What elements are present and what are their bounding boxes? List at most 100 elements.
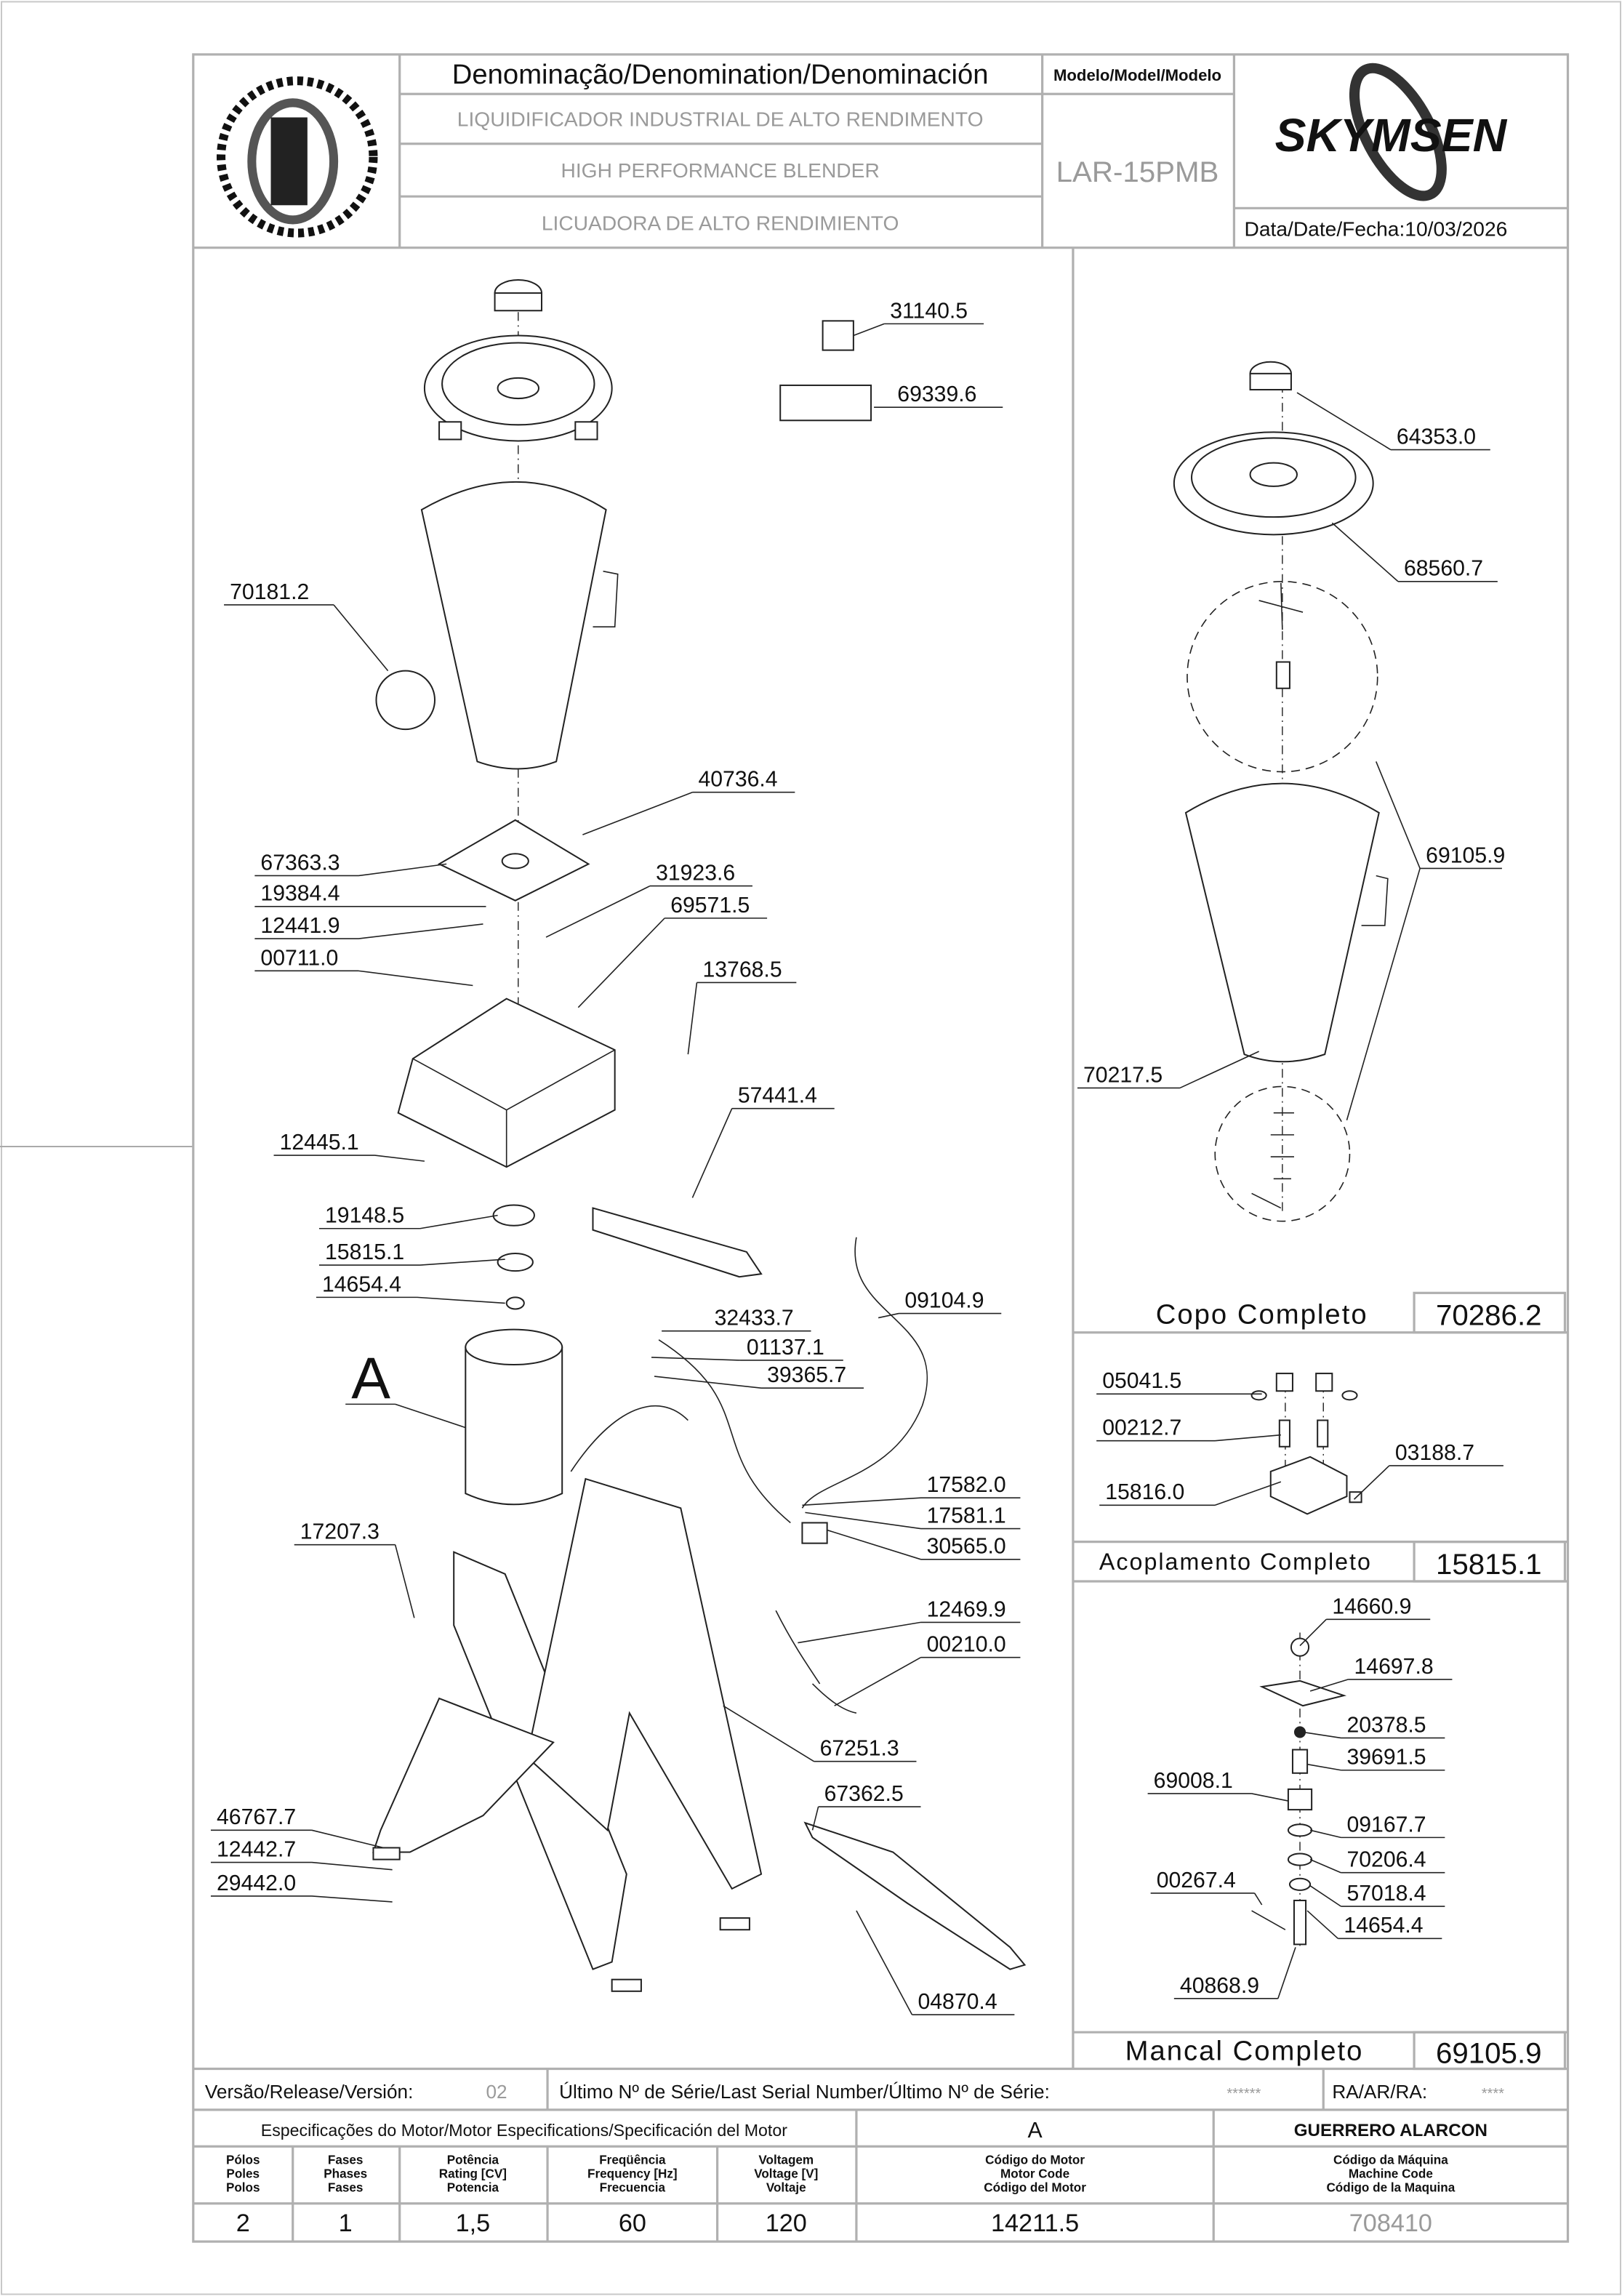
leader-line [254, 923, 483, 939]
motor-ref: A [1028, 2119, 1043, 2143]
leader-line [316, 1296, 505, 1304]
version-value: 02 [486, 2081, 507, 2103]
exploded-view-main [372, 278, 1027, 1992]
motor-spec-label: Especificações do Motor/Motor Especifica… [261, 2121, 787, 2140]
leader-line [1309, 1829, 1445, 1839]
spec-header: Potencia [447, 2181, 499, 2195]
part-number-label: 00212.7 [1102, 1416, 1181, 1440]
leader-line [318, 1259, 505, 1266]
part-number-label: 13768.5 [702, 958, 782, 982]
leader-line [856, 1910, 1015, 2015]
part-number-label: 19384.4 [260, 882, 340, 906]
part-number-label: 67363.3 [260, 851, 340, 875]
part-number-label: 46767.7 [217, 1805, 296, 1829]
part-number-label: 39691.5 [1346, 1746, 1426, 1770]
leader-line [1331, 522, 1498, 582]
leader-line [802, 1497, 1021, 1506]
part-number-label: 14654.4 [1344, 1914, 1423, 1938]
part-number-label: 00210.0 [927, 1633, 1006, 1657]
part-number-label: 17582.0 [927, 1473, 1006, 1497]
leader-line [834, 1656, 1021, 1706]
ra-value: **** [1482, 2086, 1504, 2102]
part-number-label: 64353.0 [1397, 425, 1476, 449]
spec-value: 60 [619, 2209, 646, 2237]
leader-line [1302, 1731, 1445, 1739]
spec-header: Freqüência [599, 2153, 666, 2167]
spec-header: Phases [324, 2167, 367, 2181]
leader-line [545, 885, 752, 938]
spec-header: Machine Code [1349, 2167, 1433, 2181]
leader-line [294, 1544, 415, 1618]
part-labels: 31140.569339.670181.240736.467363.319384… [210, 299, 1505, 2015]
spec-value: 14211.5 [991, 2209, 1079, 2237]
part-number-label: 32433.7 [715, 1306, 794, 1330]
spec-header: Potência [447, 2153, 499, 2167]
part-number-label: 69571.5 [670, 894, 750, 918]
spec-header: Fases [328, 2153, 364, 2167]
leader-line [811, 1806, 921, 1831]
spec-value: 2 [236, 2209, 250, 2237]
part-number-label: 40868.9 [1180, 1974, 1259, 1998]
part-number-label: 14697.8 [1354, 1655, 1434, 1679]
part-number-label: 00267.4 [1157, 1868, 1236, 1892]
product-name-es: LICUADORA DE ALTO RENDIMIENTO [542, 212, 899, 235]
label-sticker [822, 320, 854, 351]
part-number-label: 01137.1 [747, 1336, 824, 1360]
part-number-label: 14654.4 [322, 1272, 401, 1296]
leader-line [1306, 1910, 1442, 1940]
leader-line [805, 1512, 1021, 1530]
spec-header: Código de la Maquina [1326, 2181, 1455, 2195]
leader-line [254, 863, 447, 877]
spec-header: Código do Motor [985, 2153, 1085, 2167]
denomination-label: Denominação/Denomination/Denominación [452, 59, 989, 90]
date-value: 10/03/2026 [1405, 217, 1507, 241]
part-number-label: 03188.7 [1395, 1441, 1474, 1465]
assembly-code-coupling: 15815.1 [1436, 1548, 1542, 1581]
assembly-title-coupling: Acoplamento Completo [1099, 1549, 1372, 1575]
assembly-code-bearing: 69105.9 [1436, 2036, 1542, 2069]
leader-line [827, 1529, 1021, 1560]
spec-header: Voltage [V] [754, 2167, 818, 2181]
part-number-label: 04870.4 [918, 1990, 997, 2014]
leader-line [1296, 392, 1490, 451]
brand-logo: SKYMSEN [1275, 63, 1508, 201]
part-number-label: 70217.5 [1083, 1063, 1163, 1087]
leader-line [878, 1312, 1002, 1319]
part-number-label: 09167.7 [1346, 1813, 1426, 1837]
brand-name: SKYMSEN [1275, 109, 1508, 161]
gastro-logo-sticker [779, 384, 872, 422]
leader-line [798, 1621, 1021, 1644]
part-number-label: 68560.7 [1404, 557, 1483, 581]
model-label: Modelo/Model/Modelo [1053, 66, 1221, 84]
part-number-label: 39365.7 [767, 1363, 846, 1387]
part-number-label: 57441.4 [738, 1084, 817, 1108]
assembly-code-cup: 70286.2 [1436, 1299, 1542, 1332]
part-number-label: 57018.4 [1346, 1882, 1426, 1906]
part-number-label: 12442.7 [217, 1838, 296, 1862]
leader-line [577, 918, 768, 1008]
leader-line [1309, 1858, 1445, 1874]
leader-line [1096, 1434, 1281, 1442]
product-name-en: HIGH PERFORMANCE BLENDER [561, 158, 880, 182]
part-number-label: 14660.9 [1332, 1594, 1411, 1618]
part-number-label: 40736.4 [698, 768, 777, 792]
part-number-label: 15816.0 [1105, 1480, 1184, 1504]
motor-spec-headers: PólosPolesPolosFasesPhasesFasesPotênciaR… [226, 2153, 1456, 2194]
leader-line [1077, 1051, 1259, 1089]
part-number-label: 05041.5 [1102, 1369, 1181, 1393]
frame [192, 53, 1570, 2243]
part-number-label: 69008.1 [1154, 1769, 1233, 1793]
assembly-title-cup: Copo Completo [1156, 1299, 1368, 1330]
leader-line [273, 1155, 425, 1162]
leader-line [1173, 1947, 1296, 1999]
leader-line [651, 1357, 843, 1361]
spec-header: Código da Máquina [1333, 2153, 1448, 2167]
part-number-label: 69105.9 [1426, 843, 1505, 867]
leader-line [1346, 867, 1502, 1120]
leader-line [687, 982, 797, 1055]
leader-line [1353, 1465, 1503, 1500]
leader-line [224, 604, 389, 672]
part-number-label: A [351, 1346, 390, 1411]
